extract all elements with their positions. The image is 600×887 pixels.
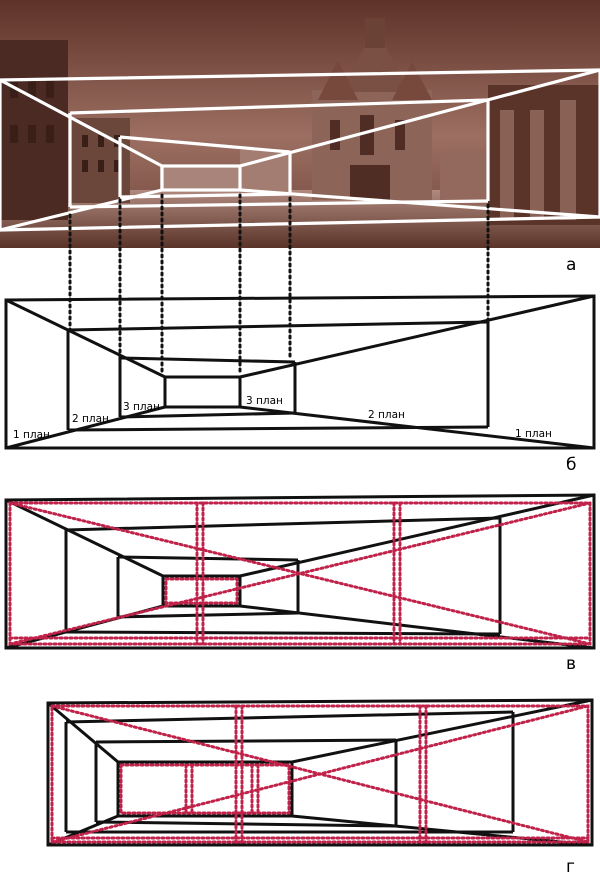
label-plan3-left: 3 план bbox=[123, 401, 160, 413]
panel-v-letter: в bbox=[566, 654, 576, 674]
panel-g-letter: г bbox=[566, 857, 575, 877]
panel-v-red-guides bbox=[8, 501, 592, 646]
panel-a: а bbox=[0, 0, 600, 275]
label-plan1-left: 1 план bbox=[13, 429, 50, 441]
label-plan3-right: 3 план bbox=[246, 395, 283, 407]
panel-a-letter: а bbox=[566, 255, 576, 275]
panel-b bbox=[4, 294, 596, 450]
label-plan1-right: 1 план bbox=[515, 428, 552, 440]
panel-b-letter: б bbox=[566, 455, 576, 475]
panel-v bbox=[4, 493, 596, 650]
perspective-overlay bbox=[0, 68, 600, 232]
projection-dotted-lines bbox=[68, 193, 490, 377]
panel-g-red-guides bbox=[50, 704, 590, 844]
plan-labels: 1 план 2 план 3 план 3 план 2 план 1 пла… bbox=[13, 395, 552, 441]
label-plan2-right: 2 план bbox=[368, 409, 405, 421]
panel-g bbox=[46, 698, 594, 847]
label-plan2-left: 2 план bbox=[72, 413, 109, 425]
